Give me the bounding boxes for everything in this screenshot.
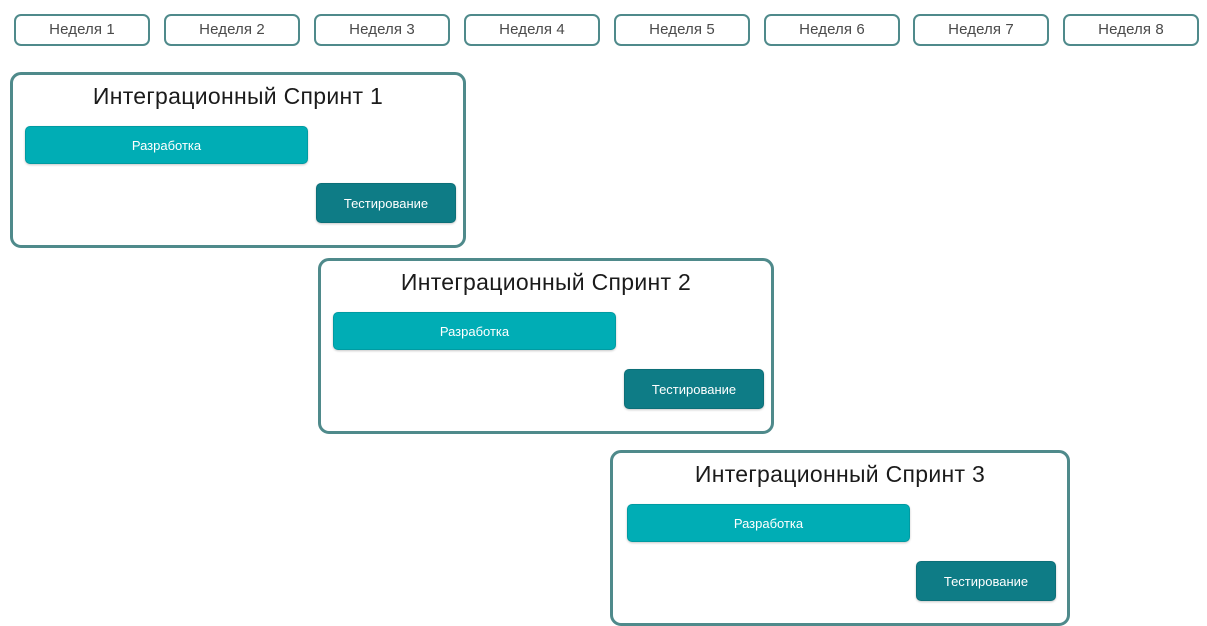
task-bar-development[interactable]: Разработка (25, 126, 308, 164)
week-tab-2[interactable]: Неделя 2 (164, 14, 300, 46)
task-bar-label: Тестирование (943, 573, 1029, 589)
sprint-title: Интеграционный Спринт 1 (92, 83, 384, 109)
task-bar-label: Тестирование (651, 381, 737, 397)
week-tab-5[interactable]: Неделя 5 (614, 14, 750, 46)
task-bar-label: Тестирование (343, 195, 429, 211)
task-bar-testing[interactable]: Тестирование (316, 183, 456, 223)
task-bar-label: Разработка (733, 515, 804, 531)
week-tab-6[interactable]: Неделя 6 (764, 14, 900, 46)
week-tab-8[interactable]: Неделя 8 (1063, 14, 1199, 46)
sprint-title: Интеграционный Спринт 2 (400, 269, 692, 295)
week-tab-7[interactable]: Неделя 7 (913, 14, 1049, 46)
task-bar-label: Разработка (131, 137, 202, 153)
week-tab-3[interactable]: Неделя 3 (314, 14, 450, 46)
task-bar-label: Разработка (439, 323, 510, 339)
task-bar-testing[interactable]: Тестирование (916, 561, 1056, 601)
sprint-title: Интеграционный Спринт 3 (694, 461, 986, 487)
task-bar-development[interactable]: Разработка (627, 504, 910, 542)
week-tab-1[interactable]: Неделя 1 (14, 14, 150, 46)
task-bar-development[interactable]: Разработка (333, 312, 616, 350)
week-header-strip: Неделя 1 Неделя 2 Неделя 3 Неделя 4 Неделя 5… (0, 0, 1207, 60)
week-tab-4[interactable]: Неделя 4 (464, 14, 600, 46)
task-bar-testing[interactable]: Тестирование (624, 369, 764, 409)
